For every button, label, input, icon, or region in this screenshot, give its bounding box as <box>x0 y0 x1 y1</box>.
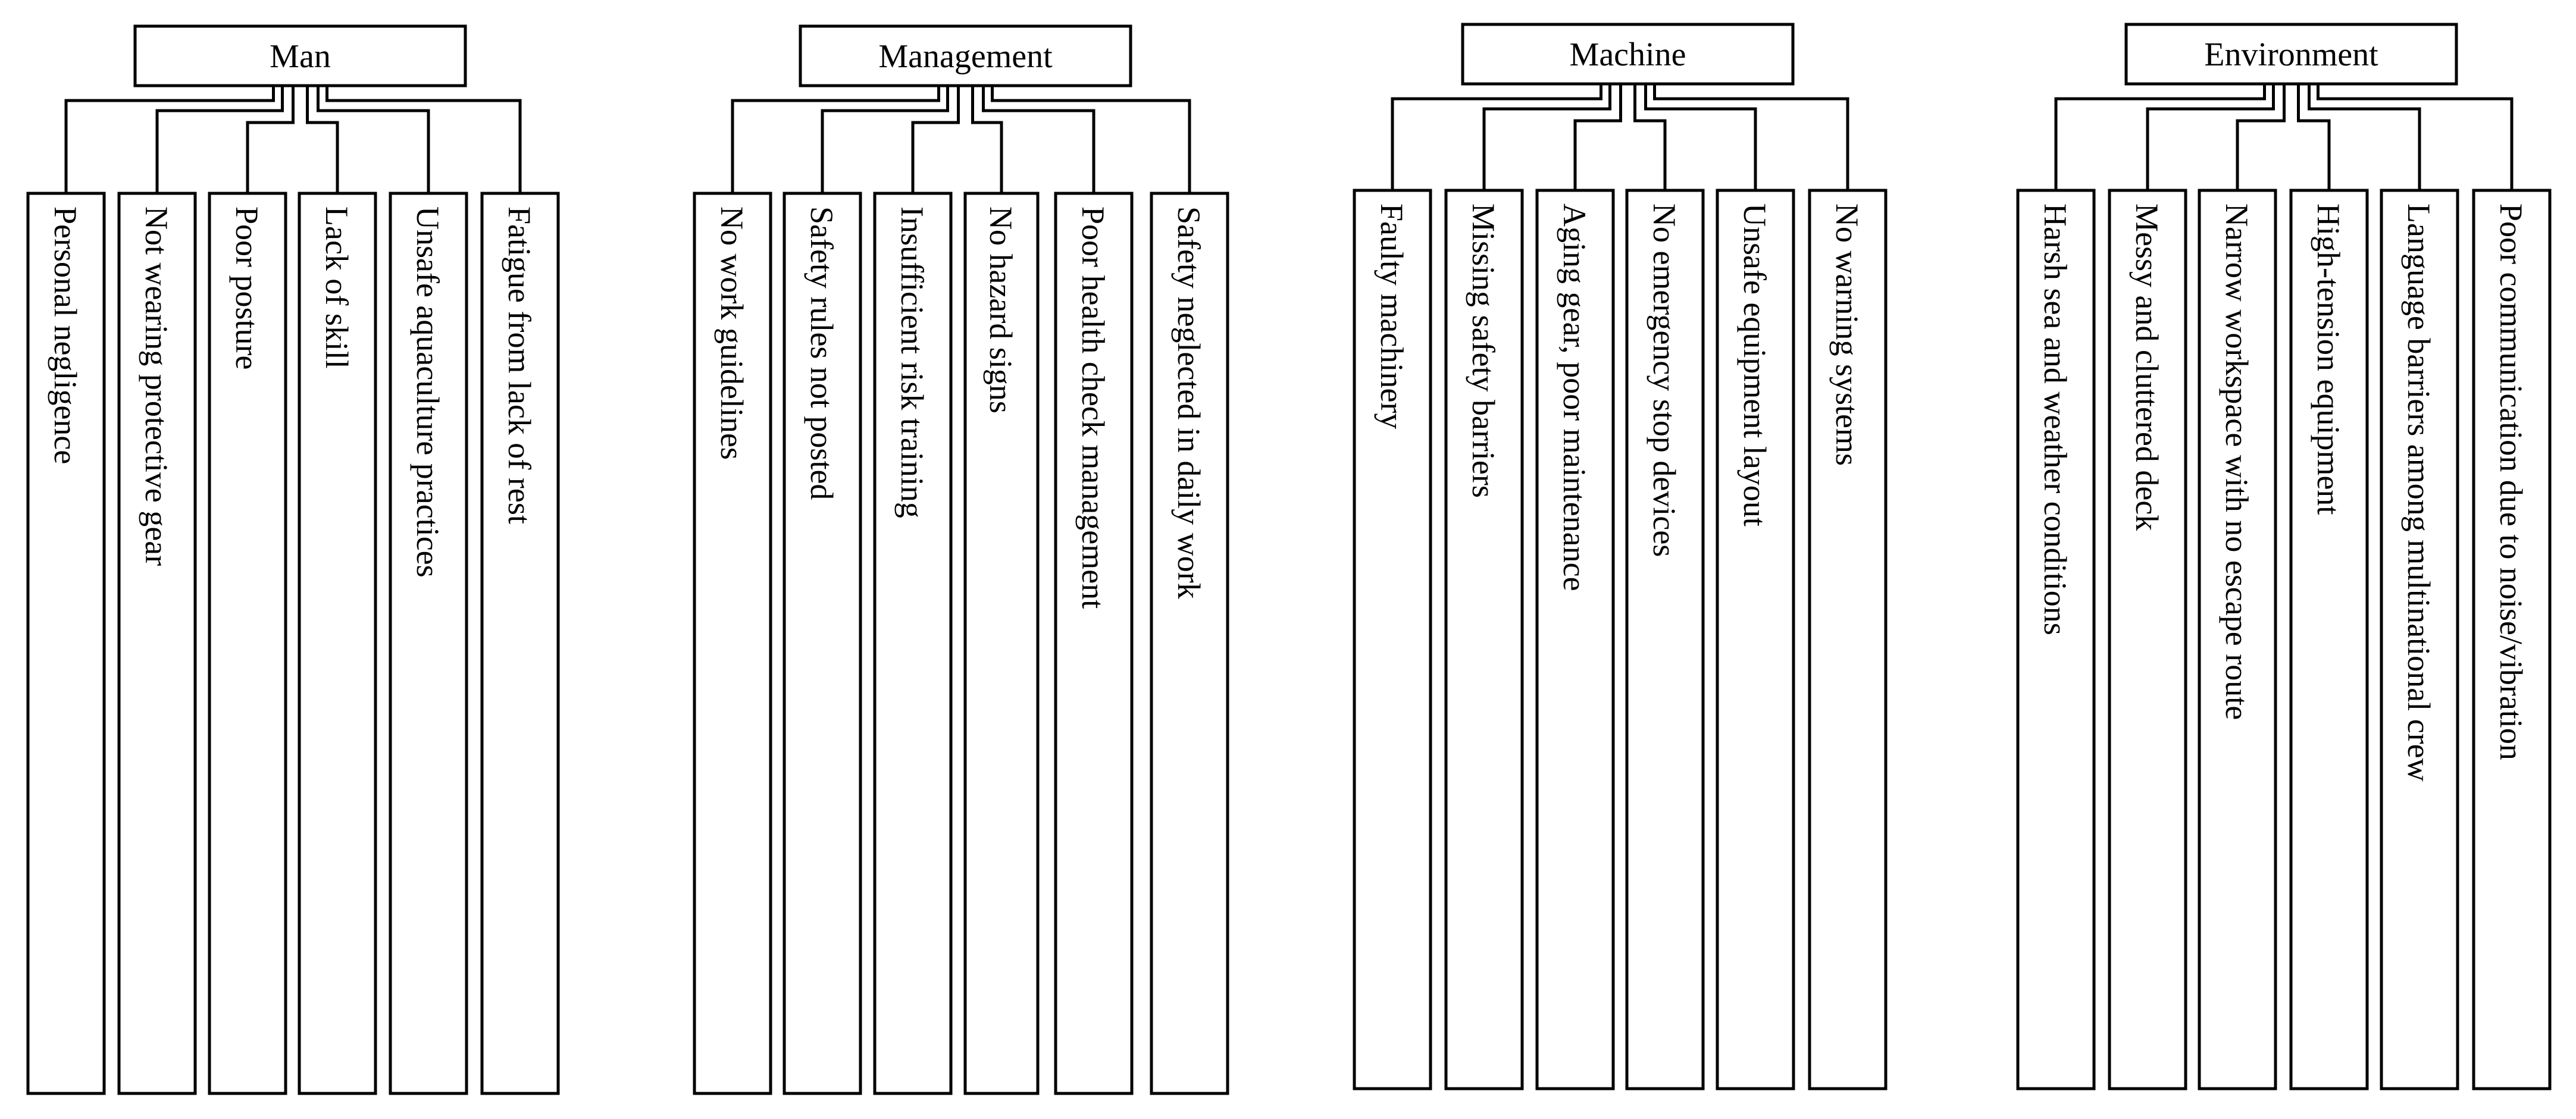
cause-item-box <box>1716 189 1795 1090</box>
connector-line <box>1644 84 1757 190</box>
cause-item-box <box>782 192 862 1095</box>
connector-line <box>1633 84 1667 190</box>
connector-line <box>1482 84 1611 190</box>
cause-item-box <box>2472 189 2552 1090</box>
category-title: Machine <box>1570 36 1686 73</box>
cause-item-box <box>2289 189 2369 1090</box>
connector-line <box>2308 84 2421 190</box>
category-header-box <box>133 24 467 87</box>
connector-line <box>246 86 295 193</box>
cause-item-box <box>2380 189 2459 1090</box>
cause-item-label: Language barriers among multinational cr… <box>2401 203 2437 782</box>
cause-item-box <box>963 192 1040 1095</box>
cause-item-box <box>480 192 560 1095</box>
cause-item-label: Safety rules not posted <box>804 206 840 500</box>
category-group-management: Management No work guidelines Safety rules… <box>693 24 1229 1095</box>
cause-item-label: Safety neglected in daily work <box>1171 206 1207 599</box>
cause-item-label: No warning systems <box>1829 203 1865 466</box>
cause-item-label: Messy and cluttered deck <box>2129 203 2165 531</box>
cause-item-label: Harsh sea and weather conditions <box>2037 203 2073 635</box>
connector-line <box>1573 84 1622 190</box>
connector-line <box>982 86 1095 193</box>
cause-item-label: Unsafe aquaculture practices <box>410 206 446 578</box>
cause-item-box <box>1535 189 1615 1090</box>
connector-line <box>971 86 1003 193</box>
connector-line <box>2146 84 2275 190</box>
cause-item-box <box>2016 189 2096 1090</box>
cause-item-box <box>1808 189 1888 1090</box>
category-header-box <box>799 24 1132 87</box>
category-title: Management <box>878 38 1053 75</box>
connector-line <box>991 86 1191 193</box>
cause-item-box <box>1353 189 1432 1090</box>
cause-item-label: Insufficient risk training <box>894 206 930 518</box>
connector-line <box>317 86 430 193</box>
connector-line <box>1653 84 1849 190</box>
connector-line <box>155 86 284 193</box>
cause-item-box <box>1054 192 1134 1095</box>
cause-item-label: Personal negligence <box>48 206 83 464</box>
cause-item-box <box>693 192 772 1095</box>
connector-line <box>2054 84 2266 190</box>
cause-item-box <box>298 192 377 1095</box>
cause-item-box <box>117 192 197 1095</box>
cause-item-label: Faulty machinery <box>1374 203 1410 429</box>
cause-item-box <box>1150 192 1229 1095</box>
cause-item-label: No work guidelines <box>714 206 750 460</box>
category-title: Environment <box>2204 36 2378 73</box>
connector-line <box>2236 84 2286 190</box>
cause-item-box <box>2198 189 2277 1090</box>
connector-line <box>64 86 275 193</box>
category-header-box <box>2124 23 2458 86</box>
cause-item-box <box>1625 189 1705 1090</box>
cause-item-label: Poor communication due to noise/vibratio… <box>2493 203 2529 760</box>
connector-line <box>306 86 339 193</box>
connector-line <box>2297 84 2331 190</box>
connector-line <box>731 86 940 193</box>
connector-line <box>325 86 522 193</box>
cause-item-box <box>389 192 468 1095</box>
cause-item-label: High-tension equipment <box>2311 203 2346 515</box>
category-title: Man <box>270 38 331 75</box>
cause-item-box <box>1444 189 1524 1090</box>
cause-item-label: Fatigue from lack of rest <box>502 206 537 524</box>
cause-item-label: Not wearing protective gear <box>139 206 174 566</box>
cause-item-label: Aging gear, poor maintenance <box>1557 203 1592 591</box>
connector-line <box>2317 84 2514 190</box>
connector-line <box>821 86 949 193</box>
cause-item-box <box>26 192 106 1095</box>
cause-item-label: No emergency stop devices <box>1647 203 1682 557</box>
cause-item-box <box>208 192 287 1095</box>
cause-item-label: Missing safety barriers <box>1466 203 1501 498</box>
category-header-box <box>1461 23 1795 86</box>
cause-item-label: No hazard signs <box>983 206 1019 413</box>
cause-item-label: Poor posture <box>229 206 265 369</box>
cause-item-label: Unsafe equipment layout <box>1737 203 1773 526</box>
connector-line <box>1391 84 1602 190</box>
cause-item-box <box>2108 189 2187 1090</box>
cause-item-box <box>873 192 953 1095</box>
connector-line <box>911 86 960 193</box>
cause-item-label: Lack of skill <box>319 206 355 369</box>
cause-item-label: Poor health check management <box>1075 206 1111 609</box>
cause-item-label: Narrow workspace with no escape route <box>2219 203 2255 720</box>
